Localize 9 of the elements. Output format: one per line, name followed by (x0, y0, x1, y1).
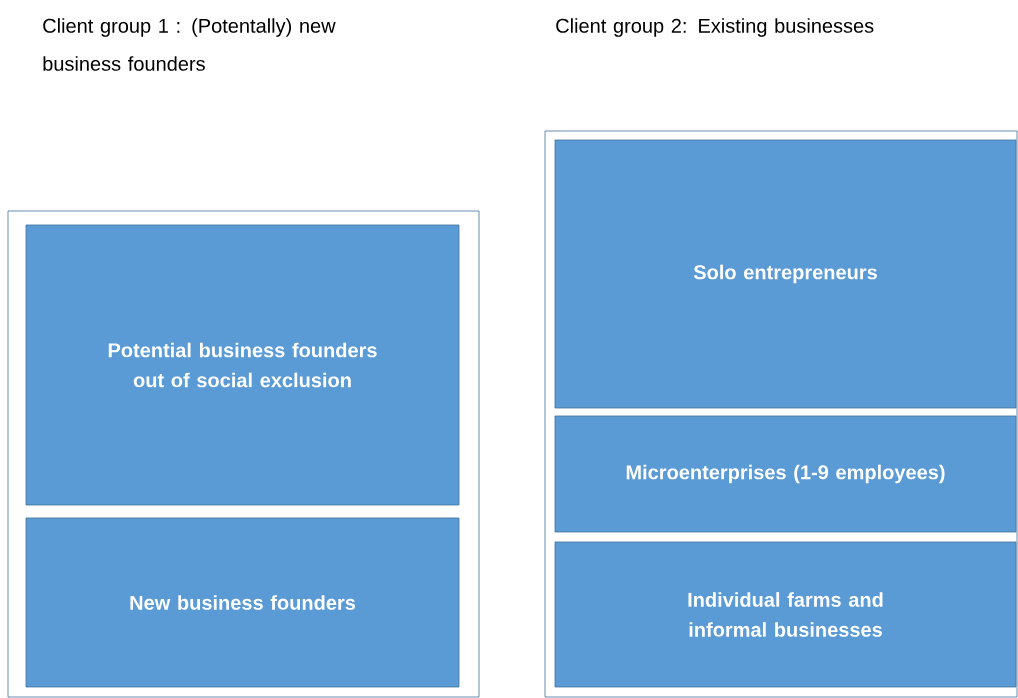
group-frame (7, 210, 480, 698)
group-box: New business founders (25, 517, 460, 688)
group-heading: Client group 2: Existing businesses (556, 18, 874, 37)
group-heading: Client group 1 : (Potentally) new business founders (43, 18, 336, 71)
group-box: Solo entrepreneurs (554, 139, 1017, 409)
group-frame (544, 130, 1018, 698)
group-box: Individual farms and informal businesses (554, 541, 1017, 688)
group-box: Microenterprises (1-9 employees) (554, 415, 1017, 533)
group-box: Potential business founders out of social exclusion (25, 224, 460, 506)
